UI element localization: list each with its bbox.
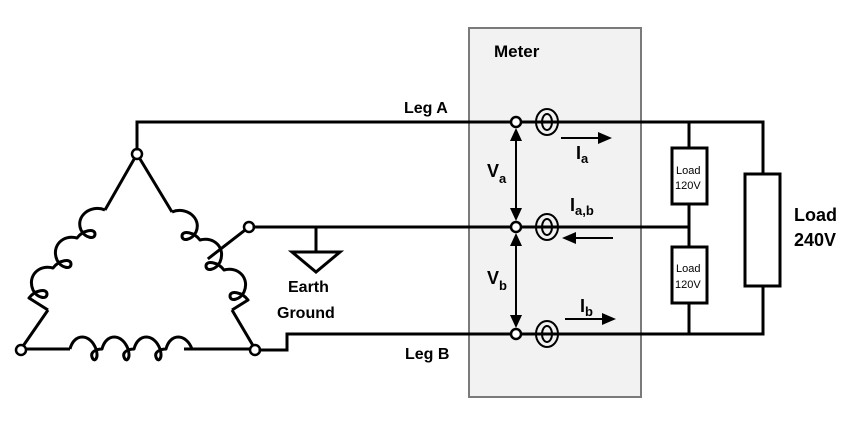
terminal-leg-b [509,327,523,341]
leg-a-wire [135,120,765,151]
va-label: Va [487,161,507,186]
earth-ground-symbol [287,225,345,274]
ground-label: Ground [277,305,335,322]
leg-b-label: Leg B [405,346,449,363]
vb-arrow [510,233,522,328]
iab-arrow [562,232,613,244]
ia-label: Ia [576,143,589,166]
coil-bottom [68,335,194,362]
load-120v-a: Load 120V [670,146,709,206]
ib-label: Ib [580,296,593,319]
ib-arrow [565,313,616,325]
earth-label: Earth [288,279,329,296]
meter-label: Meter [494,42,540,61]
terminal-leg-a [509,115,523,129]
va-arrow [510,128,522,221]
svg-text:120V: 120V [675,180,701,192]
delta-node-left [14,343,28,357]
vb-label: Vb [487,268,507,293]
iab-label: Ia,b [570,195,594,218]
leg-a-label: Leg A [404,100,448,117]
coil-right [171,209,250,312]
svg-text:Load: Load [676,263,700,275]
load-120v-b: Load 120V [670,245,709,305]
coil-left [27,207,106,312]
terminal-neutral [509,220,523,234]
load-240v [743,172,782,288]
ia-arrow [561,132,612,144]
load-240v-label-line1: Load [794,205,837,225]
leg-b-wire [258,332,765,352]
delta-transformer [14,147,262,362]
load-240v-label-line2: 240V [794,230,836,250]
svg-text:120V: 120V [675,279,701,291]
svg-text:Load: Load [676,165,700,177]
